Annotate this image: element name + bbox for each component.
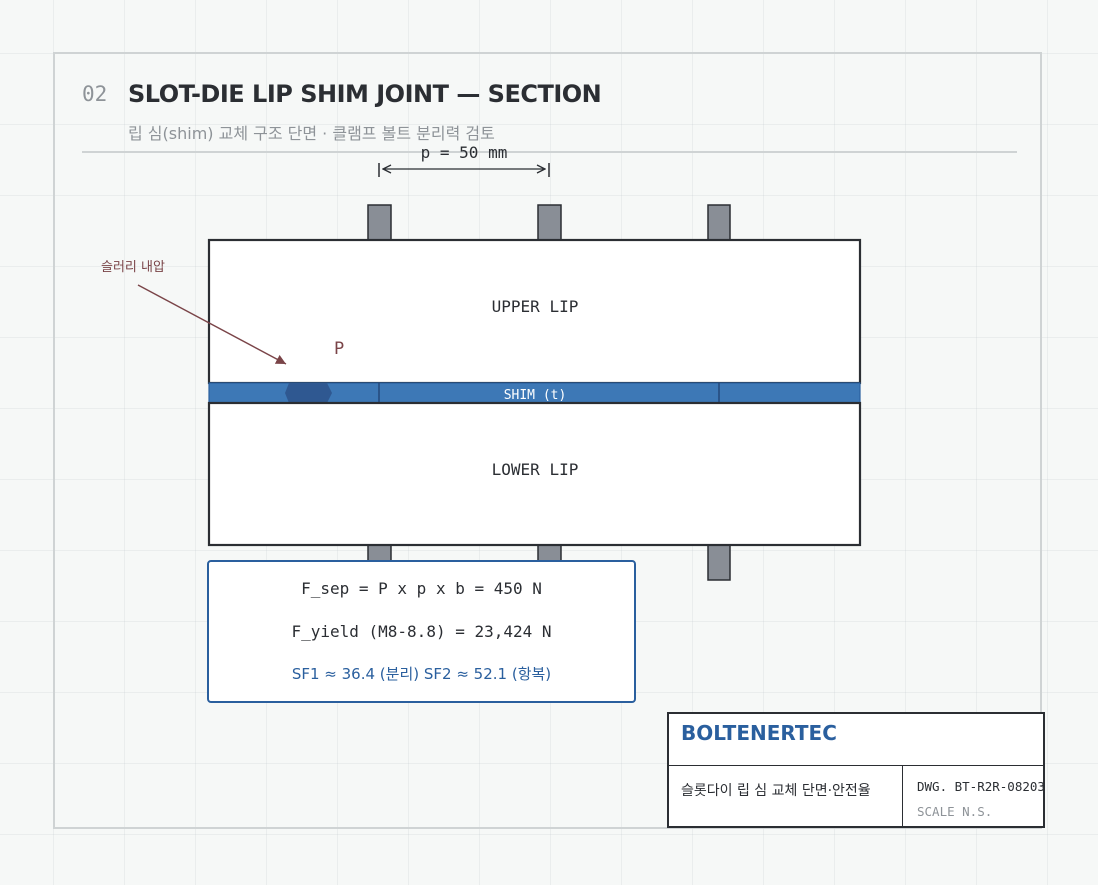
safety-factors: SF1 ≈ 36.4 (분리) SF2 ≈ 52.1 (항복)	[291, 665, 552, 683]
drawing-frame	[53, 52, 1042, 829]
upper-lip	[207, 238, 862, 385]
upper-lip-label: UPPER LIP	[492, 297, 579, 316]
company-name: BOLTENERTEC	[681, 721, 837, 745]
pressure-symbol: P	[334, 339, 344, 359]
sheet-number: 02	[82, 82, 108, 106]
title-block: BOLTENERTEC 슬롯다이 립 심 교체 단면·안전율 DWG. BT-R…	[667, 712, 1045, 828]
title-block-column-divider	[902, 766, 903, 828]
lower-lip	[207, 401, 862, 547]
separation-force: F_sep = P x p x b = 450 N	[301, 579, 542, 598]
bolt-head-1	[367, 204, 392, 242]
header-rule	[82, 151, 1017, 153]
title-block-divider	[669, 765, 1043, 766]
calculation-callout: F_sep = P x p x b = 450 N F_yield (M8-8.…	[207, 560, 636, 703]
drawing-scale: SCALE N.S.	[917, 804, 993, 819]
yield-force: F_yield (M8-8.8) = 23,424 N	[291, 622, 552, 641]
slurry-gap	[285, 383, 332, 403]
drawing-description: 슬롯다이 립 심 교체 단면·안전율	[681, 783, 871, 799]
drawing-title: SLOT-DIE LIP SHIM JOINT — SECTION	[128, 80, 602, 108]
pitch-dimension: p = 50 mm	[378, 143, 550, 177]
slurry-pressure-note: 슬러리 내압	[101, 260, 165, 275]
drawing-subtitle: 립 심(shim) 교체 구조 단면 · 클램프 볼트 분리력 검토	[128, 124, 495, 143]
shim-label: SHIM (t)	[504, 388, 567, 403]
pressure-annotation: 슬러리 내압 P	[101, 260, 344, 365]
pressure-arrow	[137, 284, 287, 365]
drawing-number: DWG. BT-R2R-08203	[917, 779, 1045, 794]
bolt-nut-3	[707, 543, 731, 581]
bolt-head-2	[537, 204, 562, 242]
pitch-label: p = 50 mm	[421, 143, 508, 162]
lower-lip-label: LOWER LIP	[492, 460, 579, 479]
bolt-head-3	[707, 204, 731, 242]
